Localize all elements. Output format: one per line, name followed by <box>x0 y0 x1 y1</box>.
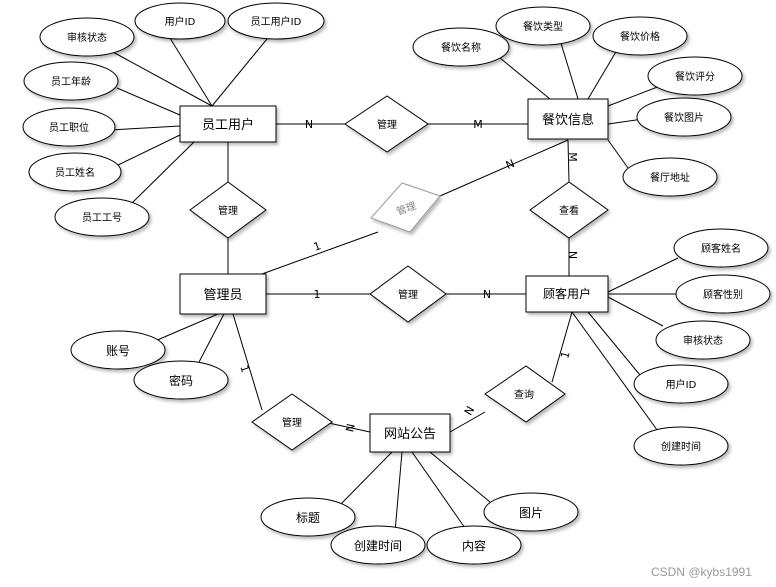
attribute-label: 餐饮价格 <box>620 30 660 43</box>
attribute-label: 标题 <box>296 511 320 525</box>
attribute-notice-content: 内容 <box>426 525 522 565</box>
relationship-label: 查询 <box>514 388 534 401</box>
cardinality-label: N <box>462 404 477 418</box>
attribute-customer-gender: 顾客性别 <box>675 274 771 314</box>
attribute-dining-price: 餐饮价格 <box>592 16 688 56</box>
attribute-label: 图片 <box>519 506 543 520</box>
relationship-manage-employee-admin: 管理 <box>189 181 267 239</box>
cardinality-labels: N M 1 N M N 1 N 1 N N 1 <box>237 118 579 433</box>
attribute-label: 账号 <box>106 344 130 358</box>
attribute-label: 审核状态 <box>683 334 723 347</box>
attribute-label: 内容 <box>462 538 486 553</box>
attribute-label: 餐饮名称 <box>441 41 481 54</box>
entity-employee-user: 员工用户 <box>179 105 277 143</box>
attribute-customer-name: 顾客姓名 <box>673 228 769 268</box>
attribute-customer-user-id: 用户ID <box>633 364 729 404</box>
attribute-employee-age: 员工年龄 <box>23 61 119 101</box>
cardinality-label: M <box>566 152 579 162</box>
relationship-label: 管理 <box>218 204 238 217</box>
attribute-label: 餐厅地址 <box>650 171 690 184</box>
entity-admin: 管理员 <box>179 273 267 315</box>
entity-site-notice: 网站公告 <box>369 413 451 453</box>
attribute-label: 员工工号 <box>82 212 122 224</box>
entity-customer-user: 顾客用户 <box>525 275 609 313</box>
cardinality-label: N <box>566 251 579 259</box>
attribute-dining-address: 餐厅地址 <box>622 157 718 197</box>
relationship-manage-employee-dining: 管理 <box>344 95 429 153</box>
attribute-notice-created-time: 创建时间 <box>330 525 426 565</box>
entity-label: 顾客用户 <box>543 286 591 301</box>
entity-dining-info: 餐饮信息 <box>527 98 609 140</box>
attribute-label: 餐饮图片 <box>664 111 704 124</box>
attribute-notice-title: 标题 <box>260 497 356 537</box>
relationship-label: 查看 <box>559 204 579 217</box>
connector-lines <box>99 27 679 533</box>
attribute-dining-type: 餐饮类型 <box>495 6 591 46</box>
attribute-dining-image: 餐饮图片 <box>636 97 732 137</box>
relationship-manage-admin-notice: 管理 <box>251 393 333 451</box>
cardinality-label: N <box>305 118 313 131</box>
attribute-customer-created-time: 创建时间 <box>633 426 729 466</box>
attribute-employee-name: 员工姓名 <box>28 152 122 192</box>
relationship-query: 查询 <box>484 365 566 423</box>
cardinality-label: 1 <box>312 239 323 254</box>
cardinality-label: 1 <box>237 364 252 375</box>
entity-label: 餐饮信息 <box>542 112 594 128</box>
cardinality-label: 1 <box>558 350 572 360</box>
watermark: CSDN @kybs1991 <box>651 565 752 579</box>
entity-label: 管理员 <box>203 288 242 303</box>
attribute-notice-image: 图片 <box>483 492 579 532</box>
attribute-employee-user-id: 用户ID <box>134 2 226 40</box>
attribute-label: 员工用户ID <box>251 15 302 28</box>
attribute-label: 餐饮类型 <box>523 20 563 33</box>
attribute-label: 审核状态 <box>67 31 107 44</box>
attribute-customer-review-status: 审核状态 <box>655 320 751 360</box>
relationship-manage-admin-dining: 管理 <box>370 182 441 233</box>
attribute-employee-position: 员工职位 <box>22 107 116 147</box>
cardinality-label: N <box>343 423 357 434</box>
attribute-label: 顾客性别 <box>703 288 743 301</box>
relationship-view: 查看 <box>529 181 609 239</box>
entity-label: 网站公告 <box>384 427 436 442</box>
attribute-label: 餐饮评分 <box>675 70 715 83</box>
attribute-label: 顾客姓名 <box>701 242 741 255</box>
relationship-label: 管理 <box>377 118 397 131</box>
attribute-dining-name: 餐饮名称 <box>412 27 510 67</box>
attribute-label: 创建时间 <box>661 440 701 453</box>
attribute-admin-password: 密码 <box>133 360 229 400</box>
attribute-dining-rating: 餐饮评分 <box>647 56 743 96</box>
cardinality-label: 1 <box>314 288 321 301</box>
relationship-manage-admin-customer: 管理 <box>369 265 447 323</box>
attribute-employee-number: 员工工号 <box>54 197 150 237</box>
attribute-label: 员工姓名 <box>55 166 95 179</box>
attribute-label: 用户ID <box>165 15 196 28</box>
cardinality-label: M <box>473 118 483 131</box>
cardinality-label: N <box>504 157 517 172</box>
attribute-employee-review-status: 审核状态 <box>39 17 135 57</box>
attribute-label: 员工职位 <box>49 121 89 134</box>
attribute-admin-account: 账号 <box>70 330 166 370</box>
attribute-label: 用户ID <box>666 378 697 391</box>
cardinality-label: N <box>483 288 491 301</box>
attribute-label: 创建时间 <box>354 539 402 553</box>
attribute-label: 密码 <box>169 373 193 388</box>
attribute-employee-staff-user-id: 员工用户ID <box>227 2 325 40</box>
attribute-label: 员工年龄 <box>51 75 91 88</box>
relationship-label: 管理 <box>282 416 302 429</box>
entity-label: 员工用户 <box>202 117 254 133</box>
relationship-label: 管理 <box>398 288 418 301</box>
